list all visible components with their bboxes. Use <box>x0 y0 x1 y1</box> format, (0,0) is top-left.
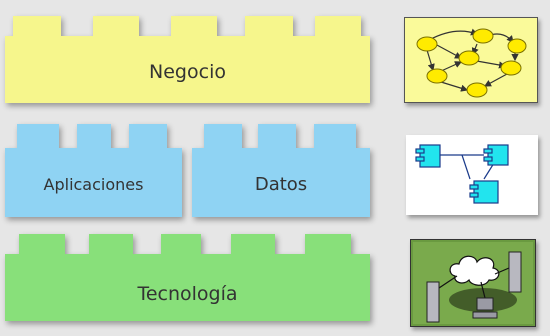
applications-layer-shape <box>5 124 182 217</box>
business-layer-block: Negocio <box>5 14 370 103</box>
technology-layer-block: Tecnología <box>5 232 370 321</box>
network-infrastructure-icon <box>410 239 536 327</box>
business-layer-label: Negocio <box>149 61 226 83</box>
technology-layer-shape <box>5 234 370 321</box>
component-diagram-icon <box>406 135 538 215</box>
data-layer-shape <box>192 124 370 217</box>
applications-layer-label: Aplicaciones <box>43 175 144 194</box>
applications-layer-block: Aplicaciones <box>5 122 182 217</box>
technology-layer-label: Tecnología <box>137 283 238 305</box>
data-layer-label: Datos <box>254 174 308 195</box>
process-graph-icon <box>404 17 538 103</box>
business-layer-shape <box>5 16 370 103</box>
data-layer-block: Datos <box>192 122 370 217</box>
